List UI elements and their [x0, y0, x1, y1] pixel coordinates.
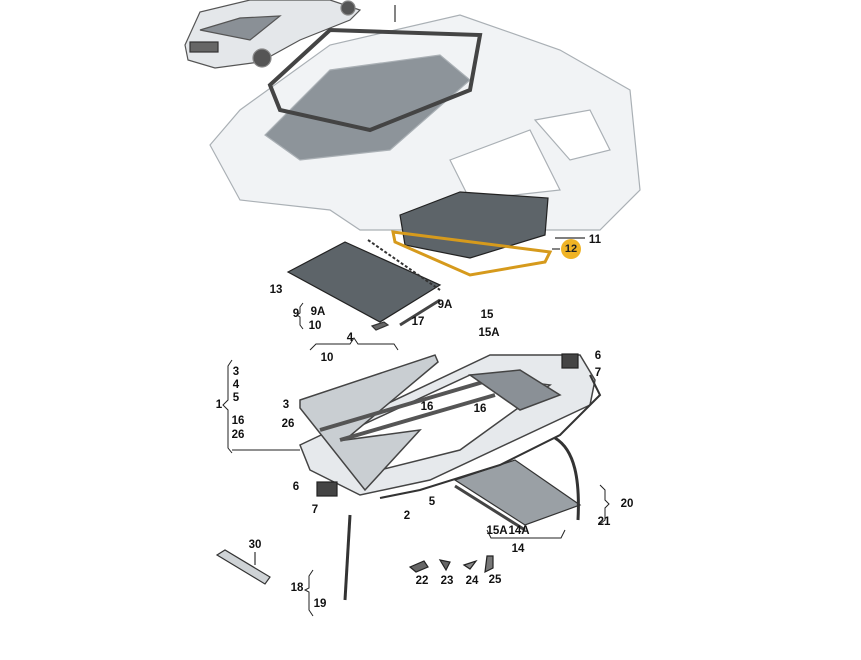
label-25[interactable]: 25: [488, 574, 502, 586]
label-16-b[interactable]: 16: [473, 403, 487, 415]
label-13[interactable]: 13: [269, 284, 283, 296]
label-15[interactable]: 15: [480, 309, 494, 321]
label-5[interactable]: 5: [428, 496, 436, 508]
label-6-left[interactable]: 6: [292, 481, 300, 493]
label-1[interactable]: 1: [215, 399, 223, 411]
label-17[interactable]: 17: [411, 316, 425, 328]
label-30[interactable]: 30: [248, 539, 262, 551]
label-4-top[interactable]: 4: [346, 332, 354, 344]
label-group-26[interactable]: 26: [231, 429, 245, 441]
sunroof-frame: [299, 354, 596, 496]
label-22[interactable]: 22: [415, 575, 429, 587]
label-14[interactable]: 14: [511, 543, 525, 555]
label-group-4[interactable]: 4: [232, 379, 240, 391]
label-3[interactable]: 3: [282, 399, 290, 411]
grease-tube: [215, 549, 271, 585]
vehicle-roof-outline: [209, 14, 641, 231]
label-9a-right[interactable]: 9A: [437, 299, 453, 311]
label-9[interactable]: 9: [292, 308, 300, 320]
label-20[interactable]: 20: [620, 498, 634, 510]
label-11[interactable]: 11: [588, 234, 602, 246]
front-glass-panel: [286, 241, 442, 323]
highlighted-seal: [391, 230, 553, 277]
label-2[interactable]: 2: [403, 510, 411, 522]
label-15a-top[interactable]: 15A: [478, 327, 500, 339]
label-group-16[interactable]: 16: [231, 415, 245, 427]
label-group-3[interactable]: 3: [232, 366, 240, 378]
label-26[interactable]: 26: [281, 418, 295, 430]
label-7-left[interactable]: 7: [311, 504, 319, 516]
label-10-mid[interactable]: 10: [320, 352, 334, 364]
label-7-right[interactable]: 7: [594, 367, 602, 379]
label-15a-bottom[interactable]: 15A: [486, 525, 508, 537]
label-21[interactable]: 21: [597, 516, 611, 528]
label-10-top[interactable]: 10: [308, 320, 322, 332]
label-24[interactable]: 24: [465, 575, 479, 587]
label-16-a[interactable]: 16: [420, 401, 434, 413]
label-14a[interactable]: 14A: [508, 525, 530, 537]
label-6-right[interactable]: 6: [594, 350, 602, 362]
label-9a-left[interactable]: 9A: [310, 306, 326, 318]
car-thumbnail: [184, 0, 362, 69]
highlighted-part-12-badge[interactable]: 12: [561, 239, 581, 259]
label-18[interactable]: 18: [290, 582, 304, 594]
label-group-5[interactable]: 5: [232, 392, 240, 404]
label-23[interactable]: 23: [440, 575, 454, 587]
sunshade: [453, 459, 582, 526]
seal-frame: [267, 27, 483, 133]
label-19[interactable]: 19: [313, 598, 327, 610]
